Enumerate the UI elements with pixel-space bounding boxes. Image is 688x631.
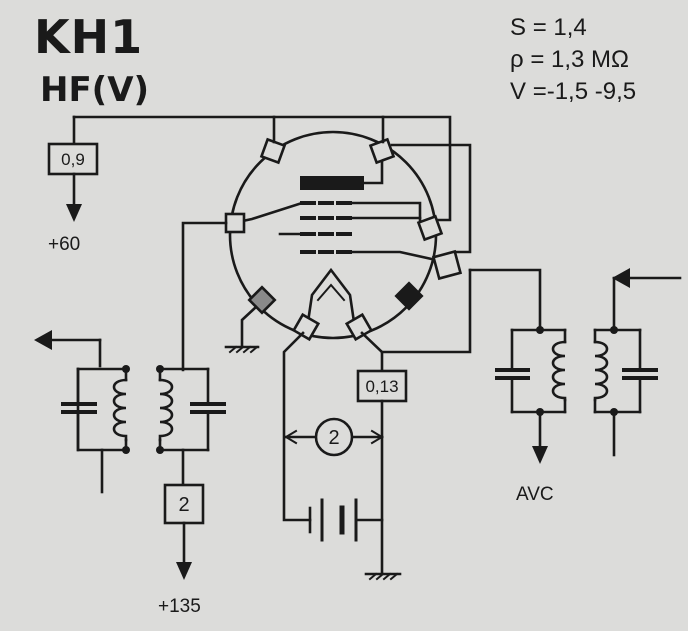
tube-electrodes xyxy=(236,153,447,324)
tube-function-label: HF(V) xyxy=(40,70,150,110)
anode-plate xyxy=(300,176,364,190)
anode-resistor-label: 2 xyxy=(178,494,189,516)
screen-voltage-label: +60 xyxy=(48,234,80,255)
arrow-down-icon xyxy=(176,562,192,580)
heater-voltage-label: 2 xyxy=(328,427,339,449)
arrow-down-icon xyxy=(532,446,548,464)
screen-resistor-label: 0,9 xyxy=(61,150,85,169)
param-voltage: V =-1,5 -9,5 xyxy=(510,78,636,106)
output-tank-circuit xyxy=(495,276,682,457)
param-resistance: ρ = 1,3 MΩ xyxy=(510,46,629,74)
arrow-left-icon xyxy=(612,268,630,288)
param-value: = 1,3 MΩ xyxy=(530,46,629,73)
param-transconductance: S = 1,4 xyxy=(510,14,587,42)
param-value: = 1,4 xyxy=(532,14,587,41)
cathode-resistor xyxy=(356,369,408,403)
screen-resistor xyxy=(47,142,99,176)
arrow-down-icon xyxy=(66,204,82,222)
param-symbol: ρ xyxy=(510,46,524,73)
heater-battery xyxy=(308,498,384,542)
ground-symbol xyxy=(364,572,402,581)
input-tank-circuit xyxy=(61,365,226,494)
cathode-filament xyxy=(306,267,356,324)
cathode-resistor-label: 0,13 xyxy=(365,377,398,396)
avc-label: AVC xyxy=(516,484,554,505)
grid-dashes xyxy=(300,201,352,254)
tube-type-label: KH1 xyxy=(34,10,144,64)
anode-voltage-label: +135 xyxy=(158,596,201,617)
param-symbol: S xyxy=(510,14,527,41)
heater-voltage-circle xyxy=(314,417,354,457)
param-value: =-1,5 -9,5 xyxy=(532,78,637,105)
tube-pins xyxy=(224,137,463,342)
anode-load-resistor xyxy=(163,483,205,525)
param-symbol: V xyxy=(510,78,527,105)
screen-grid-wiring xyxy=(72,115,472,254)
arrow-left-icon xyxy=(34,330,52,350)
ground-symbol xyxy=(224,305,260,354)
